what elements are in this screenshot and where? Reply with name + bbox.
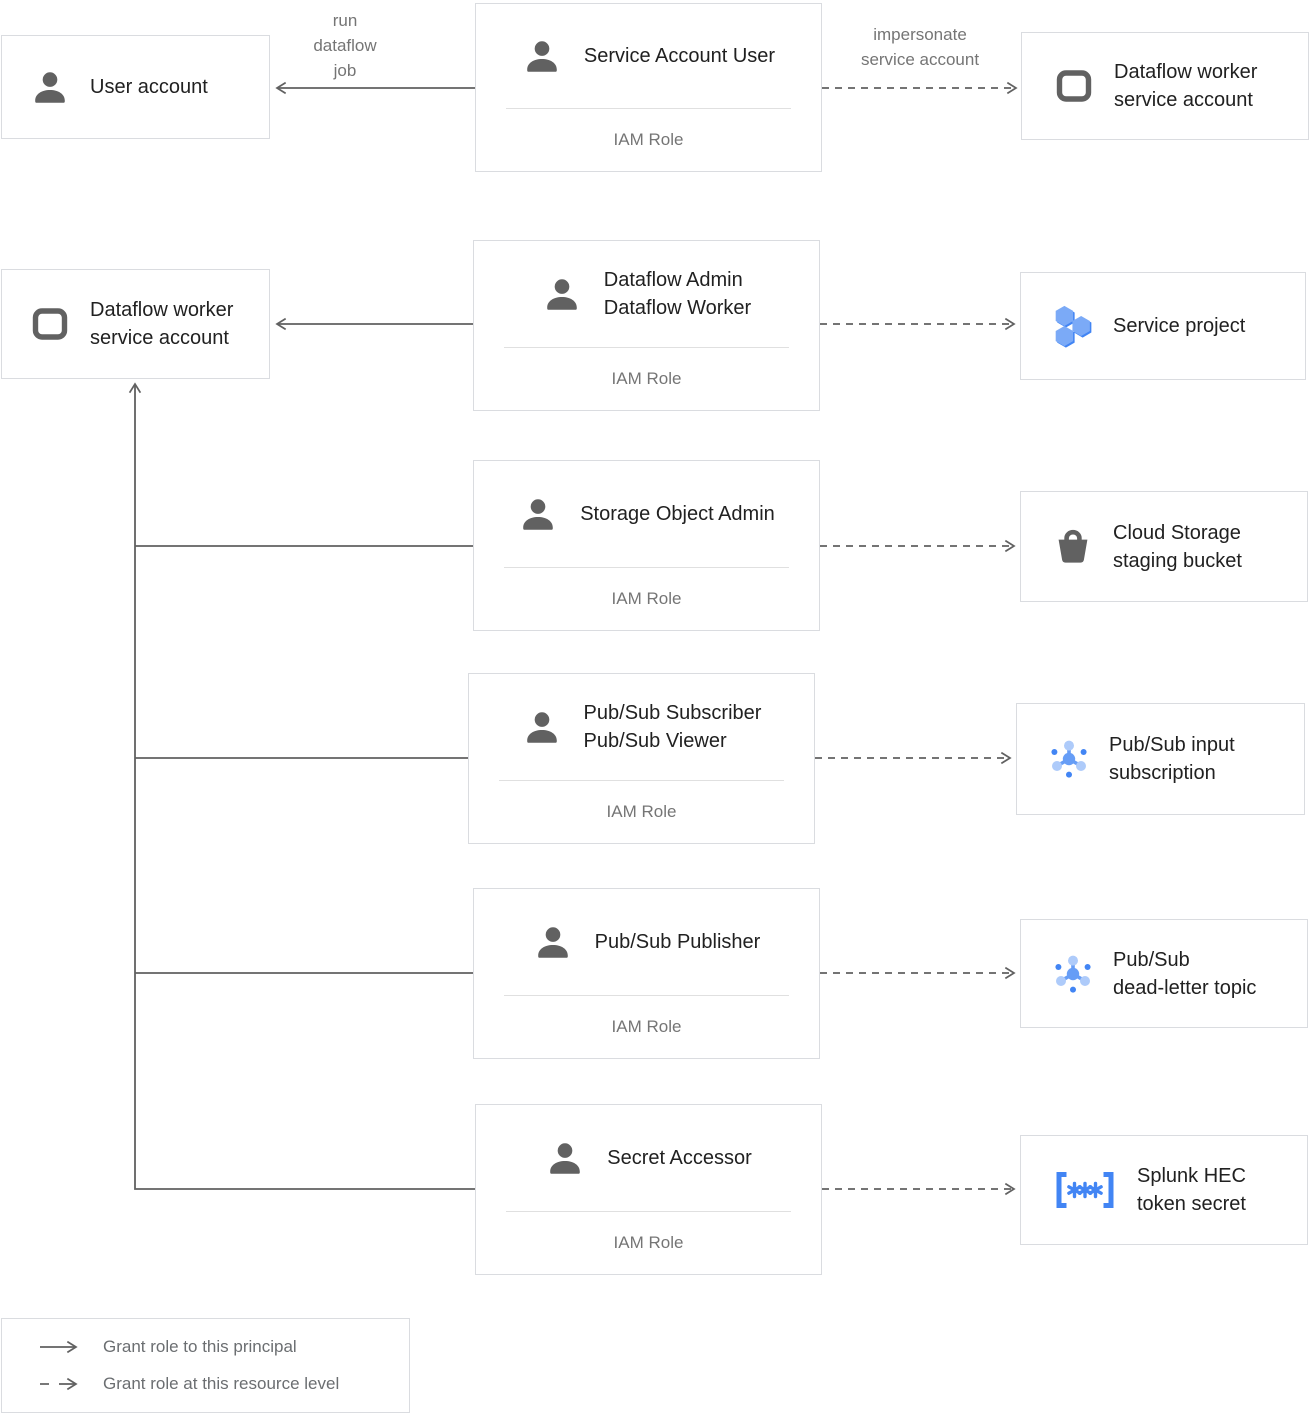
node-label: token secret [1137,1193,1246,1215]
project-hexagons-icon [1051,304,1095,348]
role-title: Pub/Sub Viewer [583,730,727,752]
node-label: staging bucket [1113,549,1242,572]
node-cloud-storage-staging-bucket: Cloud Storage staging bucket [1020,491,1308,602]
person-icon [522,39,562,73]
role-title: Storage Object Admin [580,503,775,525]
role-box-pubsub-publisher: Pub/Sub Publisher IAM Role [473,888,820,1059]
legend-dashed-arrow-icon [40,1377,78,1391]
divider [504,995,789,996]
iam-role-label: IAM Role [613,130,684,149]
legend-solid-label: Grant role to this principal [103,1337,297,1356]
divider [506,1211,791,1212]
node-label: Service project [1113,315,1246,337]
trunk-to-worker-sa [128,382,475,1190]
iam-role-label: IAM Role [611,1017,682,1036]
legend-solid-arrow-icon [40,1340,78,1354]
node-label: Pub/Sub [1113,948,1190,971]
secret-icon [1051,1168,1119,1212]
divider [504,567,789,568]
divider [504,347,789,348]
edge-label-line: job [333,61,357,80]
edge-label-line: service account [860,50,980,69]
role-box-secret-accessor: Secret Accessor IAM Role [475,1104,822,1275]
role-title: Pub/Sub Subscriber [583,702,762,724]
node-label: Dataflow worker [90,299,234,321]
legend: Grant role to this principal Grant role … [1,1318,410,1413]
role-title: Service Account User [583,45,776,67]
iam-role-label: IAM Role [613,1233,684,1252]
node-user-account: User account [1,35,270,139]
node-label: Cloud Storage [1113,521,1241,544]
role-title: Secret Accessor [607,1147,752,1169]
service-account-icon [1052,69,1096,103]
legend-row-solid: Grant role to this principal [39,1337,409,1357]
divider [506,108,791,109]
storage-bucket-icon [1051,529,1095,565]
person-icon [545,1141,585,1175]
role-box-service-account-user: Service Account User IAM Role [475,3,822,172]
person-icon [522,710,562,744]
node-label: User account [90,76,208,98]
divider [499,780,784,781]
role-box-pubsub-subscriber-viewer: Pub/Sub Subscriber Pub/Sub Viewer IAM Ro… [468,673,815,844]
iam-role-label: IAM Role [611,589,682,608]
node-label: service account [90,327,229,349]
edge-label-line: run [332,11,358,30]
edge-label-line: dataflow [313,36,377,55]
node-label: Splunk HEC [1137,1165,1246,1187]
node-dataflow-worker-service-account-right: Dataflow worker service account [1021,32,1309,140]
node-service-project: Service project [1020,272,1306,380]
role-title: Dataflow Admin [603,269,743,291]
service-account-icon [28,307,72,341]
role-title: Dataflow Worker [603,297,752,319]
person-icon [542,277,582,311]
pubsub-icon [1051,952,1095,996]
edge-label-line: impersonate [873,25,967,44]
node-dataflow-worker-service-account-left: Dataflow worker service account [1,269,270,379]
legend-dashed-label: Grant role at this resource level [103,1374,340,1393]
role-title: Pub/Sub Publisher [594,931,761,953]
edge-label-run-dataflow-job: run dataflow job [313,8,376,83]
legend-row-dashed: Grant role at this resource level [39,1374,409,1394]
node-label: service account [1114,89,1253,111]
role-box-storage-object-admin: Storage Object Admin IAM Role [473,460,820,631]
node-splunk-hec-token-secret: Splunk HEC token secret [1020,1135,1308,1245]
edge-label-impersonate: impersonate service account [861,22,979,72]
node-pubsub-input-subscription: Pub/Sub input subscription [1016,703,1305,815]
node-label: Dataflow worker [1114,61,1258,83]
iam-role-label: IAM Role [606,802,677,821]
node-label: subscription [1109,762,1216,784]
node-label: Pub/Sub input [1109,734,1235,756]
node-label: dead-letter topic [1113,976,1257,999]
pubsub-icon [1047,737,1091,781]
person-icon [28,70,72,104]
iam-role-label: IAM Role [611,369,682,388]
person-icon [533,925,573,959]
node-pubsub-dead-letter-topic: Pub/Sub dead-letter topic [1020,919,1308,1028]
person-icon [518,497,558,531]
role-box-dataflow-admin-worker: Dataflow Admin Dataflow Worker IAM Role [473,240,820,411]
